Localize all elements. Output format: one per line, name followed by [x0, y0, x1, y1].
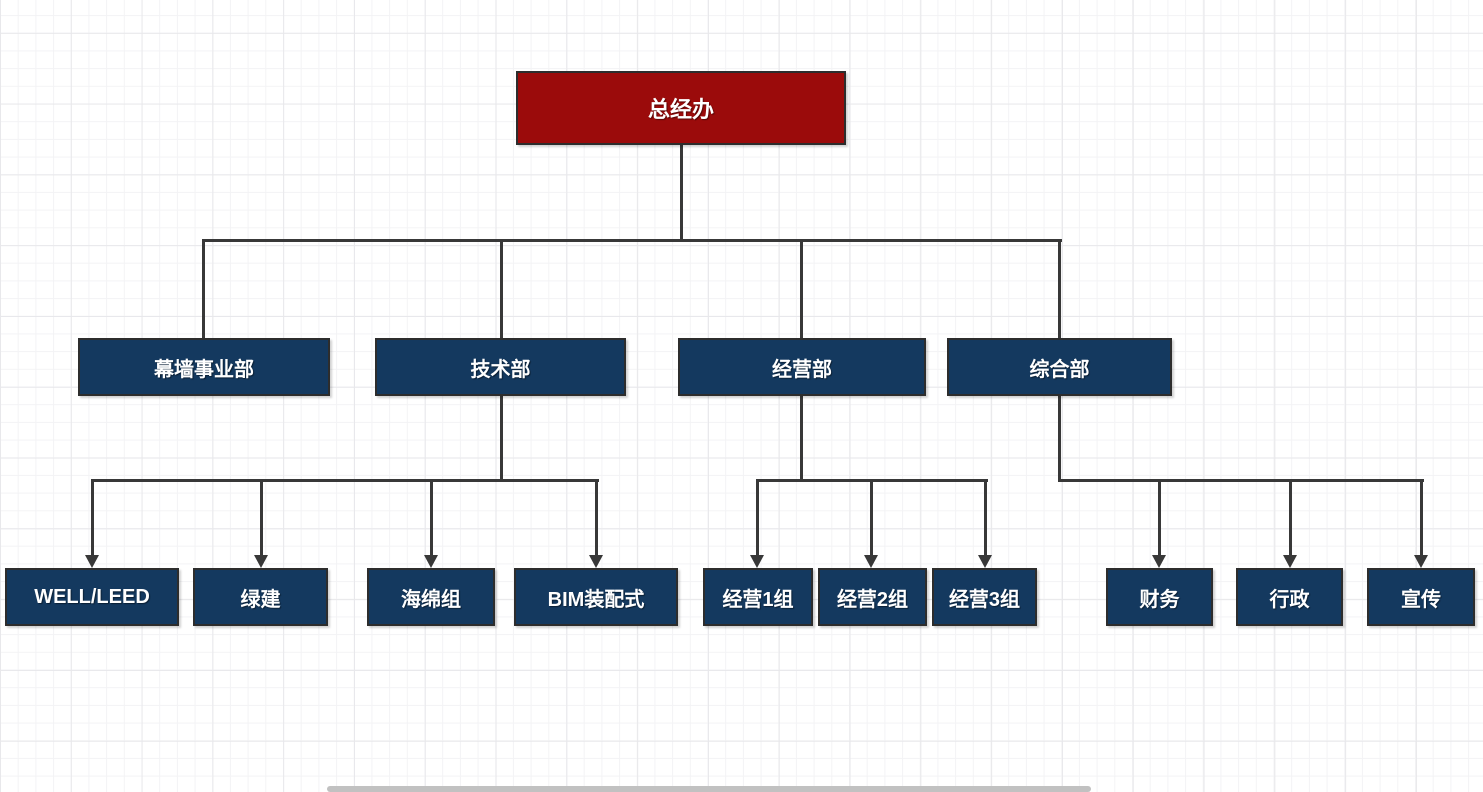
- node-ops-group-3[interactable]: 经营3组: [932, 568, 1037, 626]
- node-curtain-wall-dept[interactable]: 幕墙事业部: [78, 338, 330, 396]
- edge-drop-sponge-group: [429, 478, 433, 559]
- edge-operations-stem: [799, 394, 803, 481]
- arrow-ops-group-3: [978, 555, 992, 568]
- edge-drop-general-affairs-dept: [1057, 238, 1061, 340]
- node-publicity[interactable]: 宣传: [1367, 568, 1475, 626]
- edge-drop-green-building: [259, 478, 263, 559]
- arrow-sponge-group: [424, 555, 438, 568]
- edge-root-stem: [679, 143, 683, 242]
- node-operations-dept[interactable]: 经营部: [678, 338, 926, 396]
- edge-drop-curtain-wall-dept: [201, 238, 205, 340]
- arrow-green-building: [254, 555, 268, 568]
- node-well-leed[interactable]: WELL/LEED: [5, 568, 179, 626]
- edge-drop-admin: [1288, 478, 1292, 559]
- arrow-admin: [1283, 555, 1297, 568]
- edge-general-stem: [1057, 394, 1061, 481]
- node-general-manager-office[interactable]: 总经办: [516, 71, 846, 145]
- node-finance[interactable]: 财务: [1106, 568, 1213, 626]
- edge-drop-tech-dept: [499, 238, 503, 340]
- arrow-bim-prefab: [589, 555, 603, 568]
- node-bim-prefab[interactable]: BIM装配式: [514, 568, 678, 626]
- arrow-finance: [1152, 555, 1166, 568]
- edge-drop-finance: [1157, 478, 1161, 559]
- arrow-ops-group-2: [864, 555, 878, 568]
- edge-departments-bus: [201, 238, 1062, 242]
- node-ops-group-2[interactable]: 经营2组: [818, 568, 927, 626]
- edge-tech-stem: [499, 394, 503, 481]
- edge-drop-publicity: [1419, 478, 1423, 559]
- edge-drop-ops-group-1: [755, 478, 759, 559]
- edge-drop-operations-dept: [799, 238, 803, 340]
- node-ops-group-1[interactable]: 经营1组: [703, 568, 813, 626]
- node-sponge-group[interactable]: 海绵组: [367, 568, 495, 626]
- arrow-ops-group-1: [750, 555, 764, 568]
- node-general-affairs-dept[interactable]: 综合部: [947, 338, 1172, 396]
- edge-general-bus: [1057, 478, 1424, 482]
- edge-drop-well-leed: [90, 478, 94, 559]
- arrow-well-leed: [85, 555, 99, 568]
- edge-drop-bim-prefab: [594, 478, 598, 559]
- horizontal-scrollbar-thumb[interactable]: [327, 786, 1091, 792]
- arrow-publicity: [1414, 555, 1428, 568]
- node-green-building[interactable]: 绿建: [193, 568, 328, 626]
- edge-tech-bus: [90, 478, 599, 482]
- edge-drop-ops-group-2: [869, 478, 873, 559]
- edge-drop-ops-group-3: [983, 478, 987, 559]
- node-tech-dept[interactable]: 技术部: [375, 338, 626, 396]
- node-admin[interactable]: 行政: [1236, 568, 1343, 626]
